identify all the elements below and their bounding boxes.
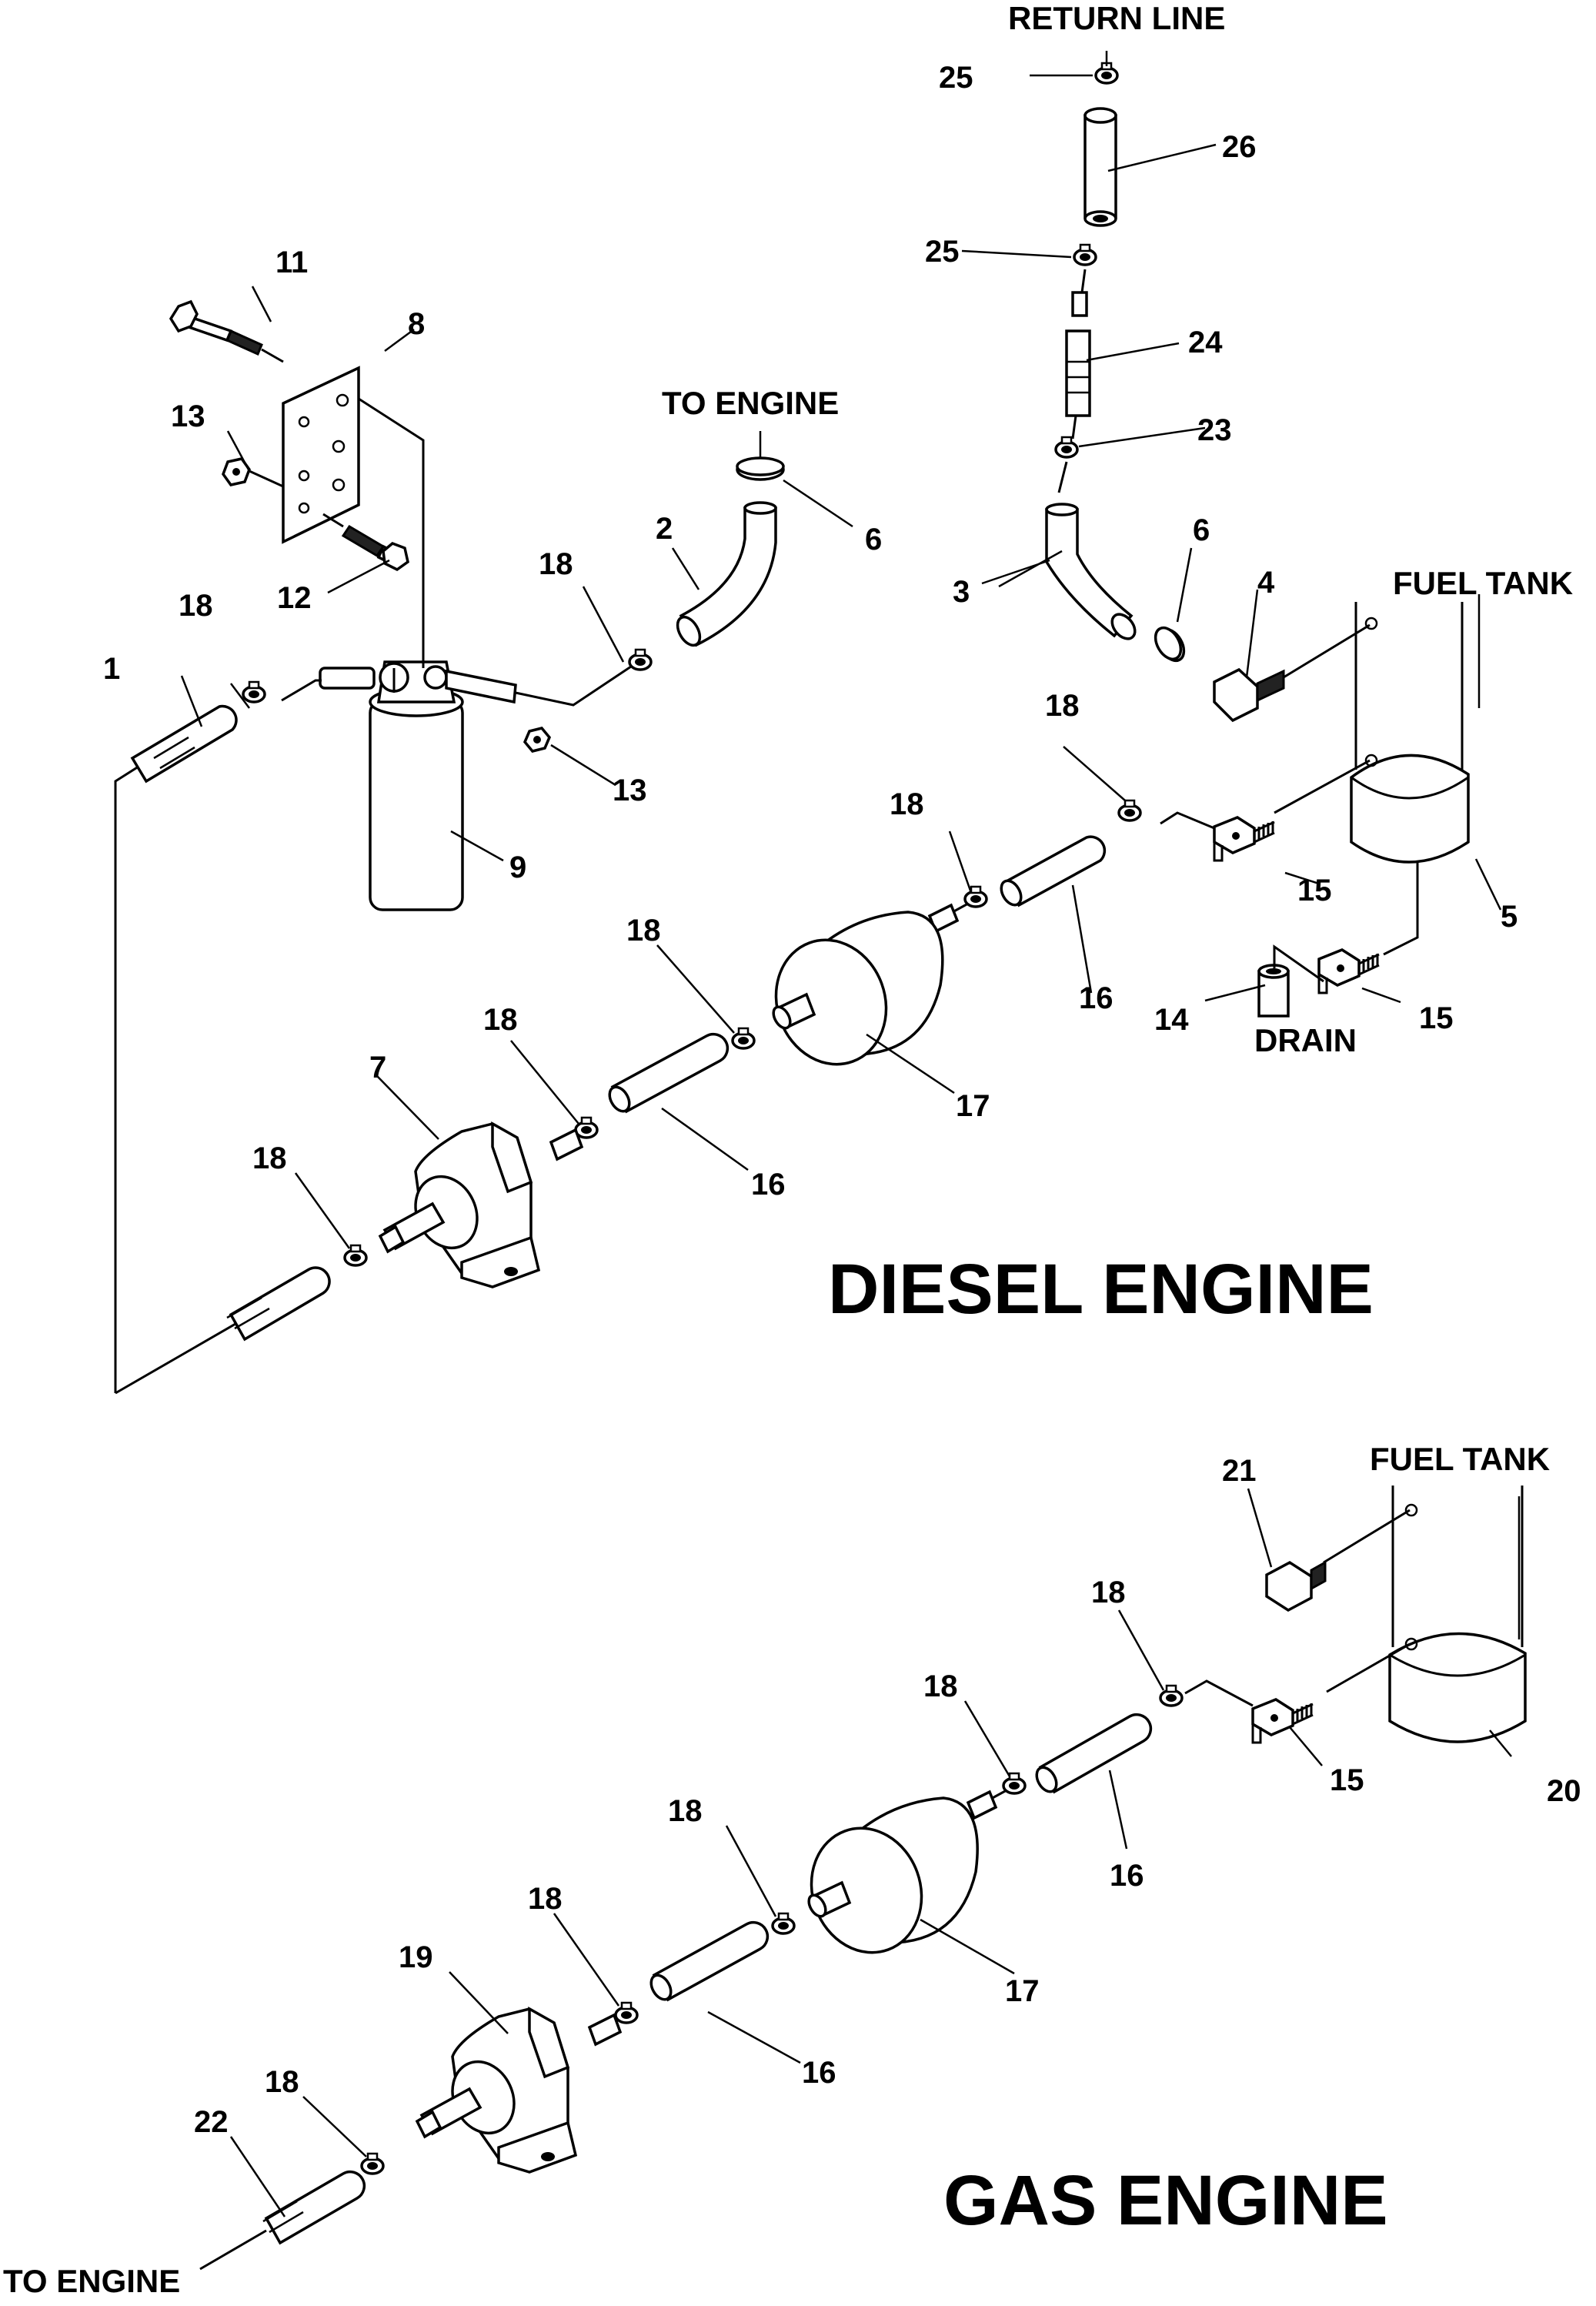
callout-18: 18: [1091, 1576, 1126, 1609]
bracket-8: [169, 299, 552, 753]
gas-section: 21 18 18 15 20 16 18 17 18 16 19 18 22 F…: [3, 1441, 1581, 2299]
callout-22: 22: [194, 2105, 229, 2139]
callout-15: 15: [1297, 874, 1332, 907]
return-line-label: RETURN LINE: [1008, 0, 1225, 36]
pump-19: [415, 2007, 578, 2174]
callout-15: 15: [1330, 1763, 1364, 1797]
callout-18: 18: [528, 1882, 563, 1916]
callout-16: 16: [1110, 1859, 1144, 1893]
drain-14: [1257, 962, 1290, 1018]
callout-1: 1: [103, 652, 120, 686]
callout-26: 26: [1222, 130, 1257, 164]
gas-leaders: [229, 1488, 1521, 2217]
fuel-tank-5: [1273, 602, 1470, 983]
callout-5: 5: [1501, 900, 1518, 934]
callout-12: 12: [277, 581, 312, 615]
to-engine-label: TO ENGINE: [662, 385, 839, 421]
valve-15-lower: [1317, 948, 1381, 994]
callout-18: 18: [252, 1141, 287, 1175]
callout-7: 7: [369, 1051, 386, 1084]
callout-17: 17: [1005, 1974, 1040, 2008]
callout-18: 18: [668, 1794, 703, 1828]
plug-21: [1265, 1560, 1327, 1613]
callout-18: 18: [265, 2065, 299, 2099]
callout-21: 21: [1222, 1454, 1257, 1488]
gas-fuel-line: [199, 1684, 1184, 2271]
callout-24: 24: [1188, 326, 1223, 359]
callout-23: 23: [1197, 413, 1232, 447]
callout-18: 18: [179, 589, 213, 623]
callout-18: 18: [1045, 689, 1080, 723]
callout-17: 17: [956, 1089, 990, 1123]
callout-4: 4: [1257, 566, 1275, 600]
callout-9: 9: [509, 851, 526, 884]
diesel-section: 11 8 13 12 18 1 13 9 18 2 6 25 26 25 24 …: [103, 0, 1573, 1395]
callout-19: 19: [399, 1940, 433, 1974]
callout-14: 14: [1154, 1003, 1189, 1037]
callout-3: 3: [953, 575, 970, 609]
callout-16: 16: [751, 1168, 786, 1201]
diesel-engine-title: DIESEL ENGINE: [828, 1250, 1374, 1328]
callout-16: 16: [1079, 981, 1114, 1015]
gas-callouts: 21 18 18 15 20 16 18 17 18 16 19 18 22: [194, 1454, 1581, 2139]
filter-9: [281, 660, 632, 911]
fuel-tank-label: FUEL TANK: [1370, 1441, 1550, 1477]
callout-6: 6: [1193, 513, 1210, 547]
drain-label: DRAIN: [1254, 1022, 1357, 1058]
callout-25: 25: [939, 61, 973, 95]
callout-16: 16: [802, 2056, 836, 2090]
callout-18: 18: [539, 547, 573, 581]
callout-13: 13: [613, 774, 647, 807]
callout-20: 20: [1547, 1774, 1581, 1808]
hose-2: [676, 456, 785, 647]
pump-7: [378, 1121, 541, 1288]
valve-15-upper: [1160, 811, 1276, 862]
callout-15: 15: [1419, 1001, 1454, 1035]
diesel-leaders: [180, 51, 1502, 1249]
callout-2: 2: [656, 512, 673, 546]
callout-13: 13: [171, 399, 205, 433]
diesel-callouts: 11 8 13 12 18 1 13 9 18 2 6 25 26 25 24 …: [103, 61, 1518, 1201]
valve-15-gas: [1184, 1679, 1314, 1744]
callout-6: 6: [865, 523, 882, 556]
fuel-tank-label: FUEL TANK: [1393, 565, 1573, 601]
callout-8: 8: [408, 307, 425, 341]
gas-engine-title: GAS ENGINE: [943, 2161, 1388, 2240]
callout-18: 18: [626, 914, 661, 947]
callout-11: 11: [275, 246, 308, 279]
to-engine-label: TO ENGINE: [3, 2263, 180, 2299]
callout-18: 18: [483, 1003, 518, 1037]
callout-18: 18: [923, 1669, 958, 1703]
callout-18: 18: [890, 787, 924, 821]
hose-1: [114, 704, 316, 1395]
diesel-fuel-line: [226, 648, 1142, 1342]
return-line: [1045, 62, 1378, 723]
callout-25: 25: [925, 235, 960, 269]
fuel-tank-20: [1323, 1486, 1527, 1743]
